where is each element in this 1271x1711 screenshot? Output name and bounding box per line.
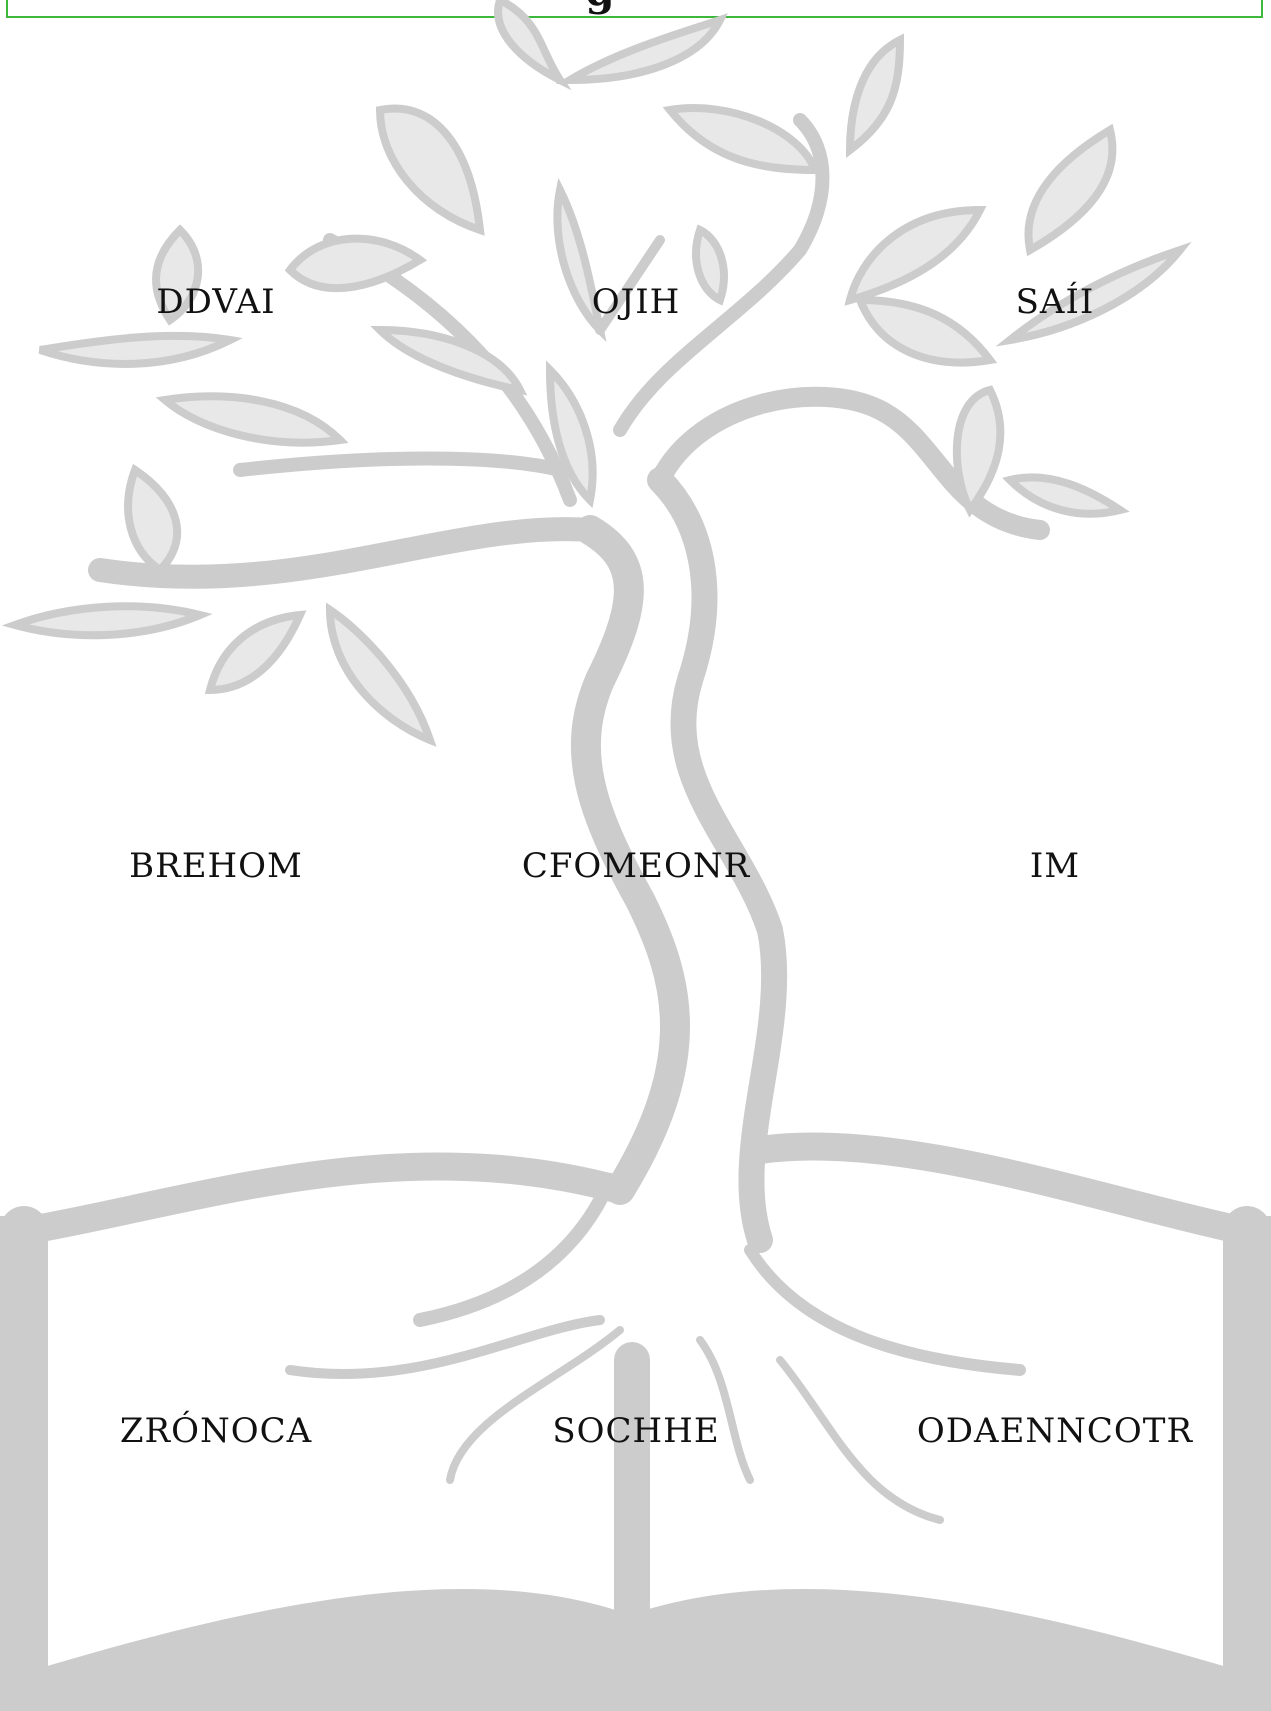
word-row1-col2: OJIH: [592, 285, 681, 319]
word-row3-col1: ZRÓNOCA: [120, 1414, 312, 1448]
word-row2-col2: CFOMEONR: [522, 849, 750, 883]
word-row2-col1: BREHOM: [129, 849, 303, 883]
word-row1-col1: DDVAI: [156, 285, 275, 319]
word-row1-col3: SAÍI: [1016, 285, 1095, 319]
word-row3-col3: ODAENNCOTR: [917, 1414, 1193, 1448]
word-row2-col3: IM: [1030, 849, 1080, 883]
word-row3-col2: SOCHHE: [552, 1414, 719, 1448]
